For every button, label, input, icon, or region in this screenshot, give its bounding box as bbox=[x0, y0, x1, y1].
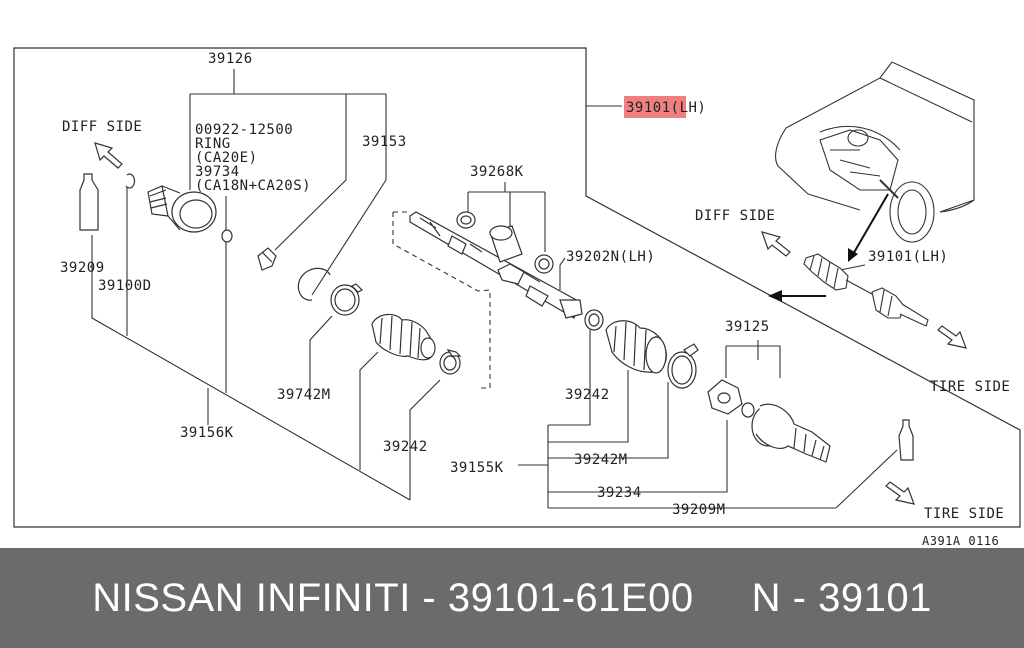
label-39156k: 39156K bbox=[180, 425, 234, 441]
label-39126: 39126 bbox=[208, 51, 253, 67]
label-tire-side-upper: TIRE SIDE bbox=[930, 379, 1010, 395]
label-39155k: 39155K bbox=[450, 460, 504, 476]
ring-39734 bbox=[221, 229, 233, 243]
label-39100d: 39100D bbox=[98, 278, 152, 294]
part-39153 bbox=[257, 247, 277, 271]
boot-band-small-left bbox=[439, 349, 462, 375]
part-number-highlight bbox=[624, 96, 686, 118]
arrow-car-to-shaft-icon bbox=[851, 193, 889, 257]
label-ring: RING bbox=[195, 136, 231, 152]
label-diff-side-left: DIFF SIDE bbox=[62, 119, 142, 135]
label-39242m: 39242M bbox=[574, 452, 628, 468]
drive-shaft bbox=[409, 211, 583, 319]
label-tire-side-lower: TIRE SIDE bbox=[924, 506, 1004, 522]
damper-parts bbox=[456, 211, 554, 274]
snap-ring-left bbox=[125, 173, 136, 189]
outer-joint bbox=[707, 379, 831, 463]
label-ca20e: (CA20E) bbox=[195, 150, 258, 166]
diagram-frame bbox=[13, 47, 1021, 528]
label-39153: 39153 bbox=[362, 134, 407, 150]
inner-joint-housing bbox=[147, 185, 217, 233]
boot-band-small-right bbox=[584, 309, 604, 331]
label-diagram-code: A391A 0116 bbox=[922, 534, 999, 548]
leader-lines bbox=[91, 69, 898, 509]
label-ca18n-ca20s: (CA18N+CA20S) bbox=[195, 178, 311, 194]
snap-ring-large bbox=[297, 267, 331, 301]
label-diff-side-right: DIFF SIDE bbox=[695, 208, 775, 224]
label-39268k: 39268K bbox=[470, 164, 524, 180]
footer-bar: NISSAN INFINITI - 39101-61E00 N - 39101 bbox=[0, 548, 1024, 648]
label-00922-12500: 00922-12500 bbox=[195, 122, 293, 138]
parts-diagram: 39126 39101(LH) DIFF SIDE 00922-12500 RI… bbox=[13, 47, 1021, 548]
car-inset-drawing bbox=[775, 61, 975, 243]
arrow-car-to-shaft-head-icon bbox=[848, 248, 858, 262]
grease-tube-left bbox=[79, 173, 99, 231]
label-39734: 39734 bbox=[195, 164, 240, 180]
label-39202n-lh: 39202N(LH) bbox=[566, 249, 655, 265]
boot-band-left bbox=[330, 283, 364, 316]
arrow-to-frame-head-icon bbox=[768, 290, 782, 302]
arrow-diff-side-left-icon bbox=[94, 142, 123, 169]
parts-drawing bbox=[79, 173, 914, 463]
boot-left bbox=[371, 313, 436, 361]
boot-band-large-right bbox=[667, 343, 699, 389]
label-39742m: 39742M bbox=[277, 387, 331, 403]
label-39234: 39234 bbox=[597, 485, 642, 501]
label-39101-lh-main: 39101(LH) bbox=[626, 100, 706, 116]
label-39209m: 39209M bbox=[672, 502, 726, 518]
label-39125: 39125 bbox=[725, 319, 770, 335]
grease-tube-right bbox=[898, 419, 914, 461]
label-39242-mid: 39242 bbox=[565, 387, 610, 403]
boot-right bbox=[605, 320, 667, 374]
arrow-diff-side-right-icon bbox=[761, 231, 791, 257]
arrow-tire-side-lower-icon bbox=[885, 481, 915, 505]
label-39242-left: 39242 bbox=[383, 439, 428, 455]
direction-arrows bbox=[94, 142, 967, 505]
inset-shaft-drawing bbox=[803, 253, 929, 327]
footer-part-number-text: NISSAN INFINITI - 39101-61E00 N - 39101 bbox=[92, 575, 932, 620]
label-39209: 39209 bbox=[60, 260, 105, 276]
label-39101-lh-inset: 39101(LH) bbox=[868, 249, 948, 265]
arrow-tire-side-upper-icon bbox=[937, 325, 967, 349]
